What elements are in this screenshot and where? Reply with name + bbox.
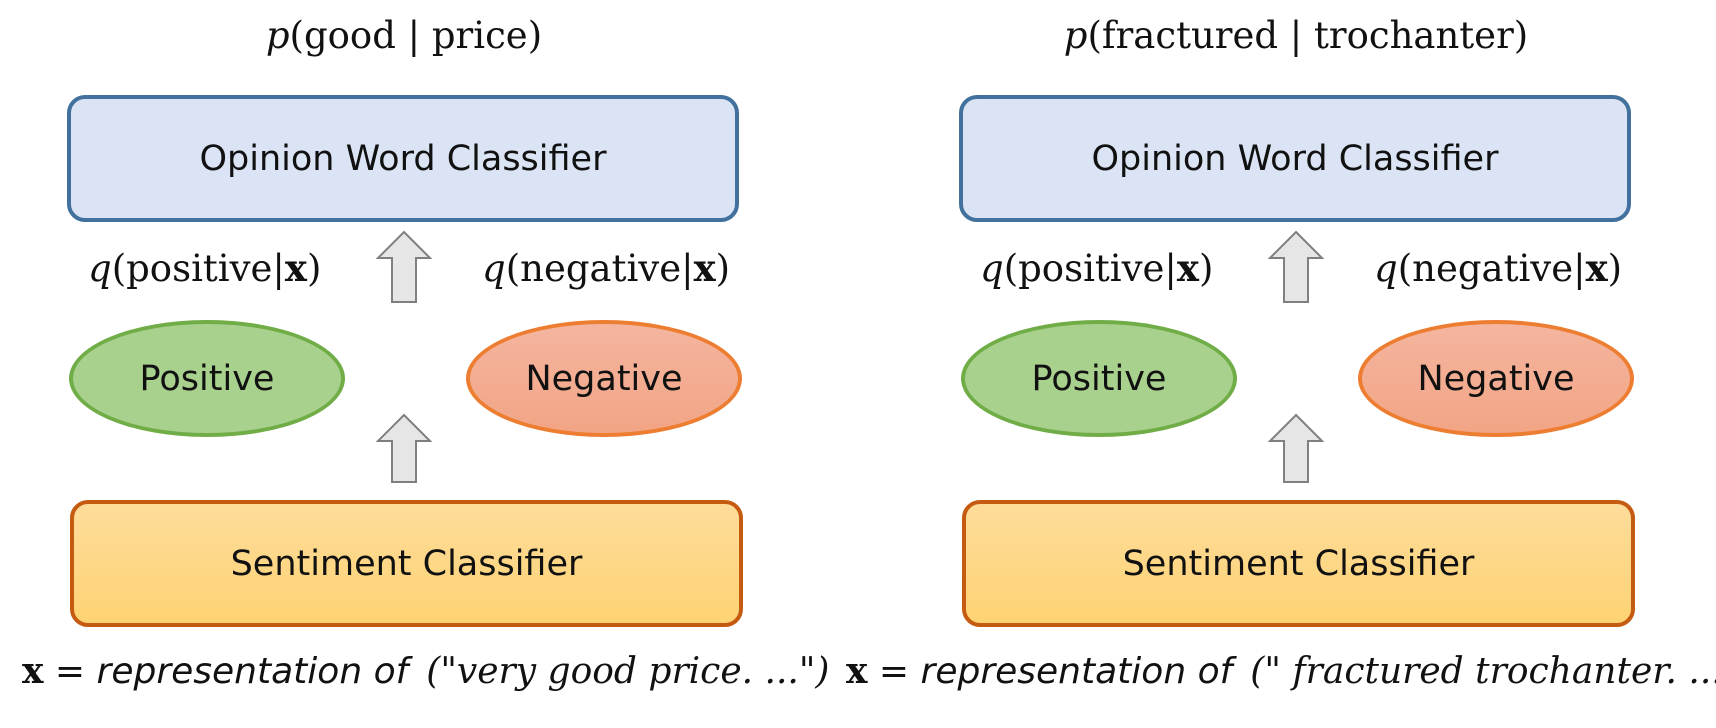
q-open: (negative|	[1397, 247, 1586, 290]
negative-label: Negative	[1417, 358, 1575, 399]
negative-ellipse: Negative	[466, 320, 742, 437]
up-arrow-upper	[375, 230, 433, 303]
up-arrow-lower	[375, 413, 433, 483]
q-fn: q	[980, 247, 1004, 290]
q-fn: q	[482, 247, 506, 290]
negative-ellipse: Negative	[1358, 320, 1634, 437]
up-arrow-lower	[1267, 413, 1325, 483]
caption-text: representation of	[96, 651, 409, 692]
caption-eq: =	[43, 651, 97, 692]
panel-right: p(fractured | trochanter) Opinion Word C…	[846, 0, 1716, 728]
q-negative-label: q(negative|x)	[1374, 246, 1622, 290]
q-var: x	[284, 246, 307, 290]
caption: x = representation of ("very good price.…	[22, 650, 829, 692]
title-rest: (fractured | trochanter)	[1087, 14, 1529, 57]
panel-left: p(good | price) Opinion Word Classifier …	[0, 14, 829, 692]
positive-label: Positive	[139, 358, 275, 399]
panel-title: p(good | price)	[0, 14, 808, 57]
opinion-word-classifier-box: Opinion Word Classifier	[959, 95, 1631, 222]
q-open: (positive|	[1003, 247, 1177, 290]
q-close: )	[715, 247, 731, 290]
sentiment-classifier-label: Sentiment Classifier	[1122, 543, 1475, 584]
sentiment-classifier-box: Sentiment Classifier	[70, 500, 743, 627]
up-arrow-upper	[1267, 230, 1325, 303]
panel-title: p(fractured | trochanter)	[892, 14, 1700, 57]
opinion-word-classifier-box: Opinion Word Classifier	[67, 95, 739, 222]
caption-var: x	[22, 650, 44, 692]
q-var: x	[1585, 246, 1608, 290]
q-negative-label: q(negative|x)	[482, 246, 730, 290]
opinion-word-classifier-label: Opinion Word Classifier	[1091, 138, 1499, 179]
q-positive-label: q(positive|x)	[88, 246, 321, 290]
q-var: x	[693, 246, 716, 290]
q-positive-label: q(positive|x)	[980, 246, 1213, 290]
sentiment-classifier-label: Sentiment Classifier	[230, 543, 583, 584]
caption-var: x	[846, 650, 868, 692]
title-prefix: p	[1063, 14, 1088, 57]
caption-quote: ("very good price. ...")	[426, 651, 830, 692]
opinion-word-classifier-label: Opinion Word Classifier	[199, 138, 607, 179]
positive-label: Positive	[1031, 358, 1167, 399]
sentiment-classifier-box: Sentiment Classifier	[962, 500, 1635, 627]
caption-eq: =	[867, 651, 921, 692]
title-rest: (good | price)	[289, 14, 543, 57]
caption-text: representation of	[920, 651, 1233, 692]
q-open: (positive|	[111, 247, 285, 290]
q-open: (negative|	[505, 247, 694, 290]
caption: x = representation of (" fractured troch…	[846, 650, 1716, 692]
negative-label: Negative	[525, 358, 683, 399]
q-fn: q	[88, 247, 112, 290]
q-close: )	[306, 247, 322, 290]
q-close: )	[1607, 247, 1623, 290]
q-close: )	[1198, 247, 1214, 290]
q-fn: q	[1374, 247, 1398, 290]
title-prefix: p	[265, 14, 290, 57]
positive-ellipse: Positive	[69, 320, 345, 437]
positive-ellipse: Positive	[961, 320, 1237, 437]
q-var: x	[1176, 246, 1199, 290]
caption-quote: (" fractured trochanter. ...")	[1250, 651, 1716, 692]
